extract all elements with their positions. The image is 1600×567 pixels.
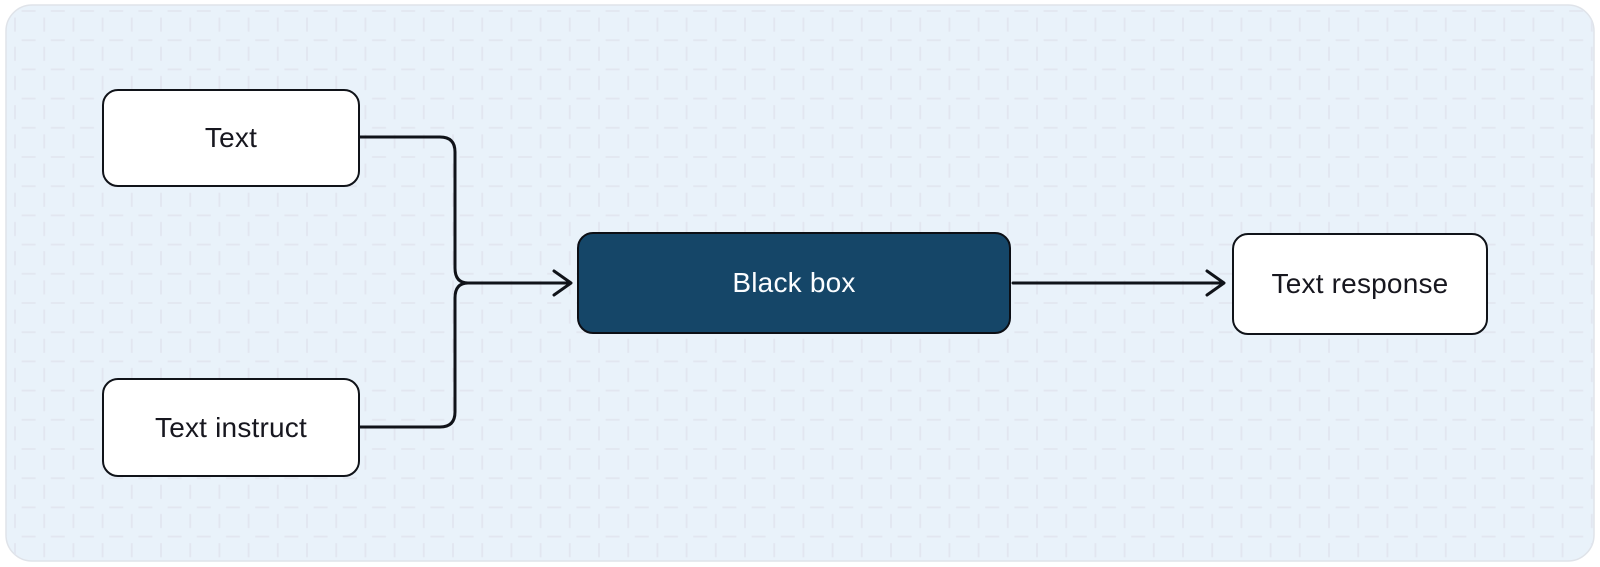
node-text-instruct-label: Text instruct — [155, 411, 307, 443]
node-text-response-label: Text response — [1271, 268, 1449, 300]
node-black-box: Black box — [577, 232, 1011, 334]
node-black-box-label: Black box — [732, 267, 856, 299]
edge-text-to-merge — [358, 135, 470, 285]
arrowhead-into-text-response — [1205, 269, 1226, 297]
node-text-response: Text response — [1232, 233, 1488, 335]
edge-text-instruct-to-merge — [358, 281, 470, 429]
node-text-instruct: Text instruct — [102, 378, 360, 477]
arrowhead-into-black-box — [552, 269, 573, 297]
node-text-label: Text — [204, 122, 258, 154]
node-text: Text — [102, 89, 360, 187]
